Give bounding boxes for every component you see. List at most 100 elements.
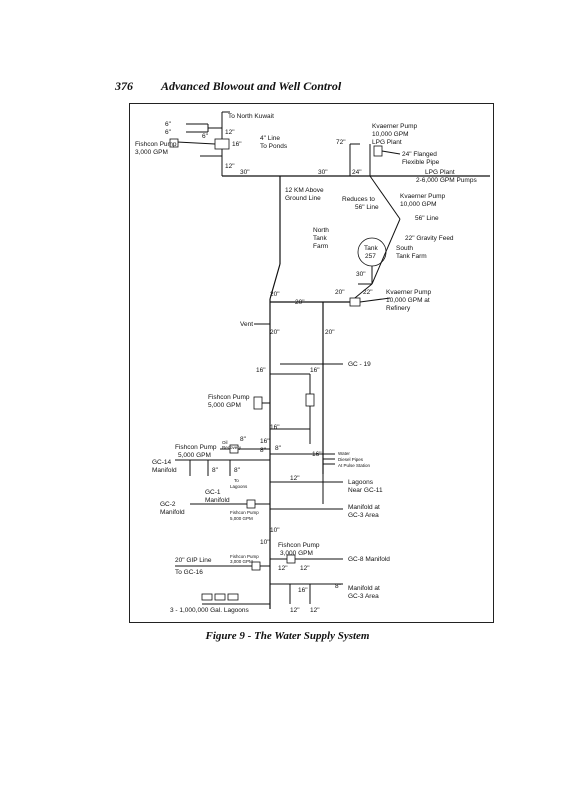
book-title: Advanced Blowout and Well Control [161,79,342,93]
label: 4" Line [260,135,280,142]
label: GC-8 Manifold [348,556,390,563]
label: Tank [364,245,378,252]
pump-icon [246,499,256,509]
label: Diesel Pipes [338,457,364,462]
lagoon-icon [201,593,213,601]
label: 20" [325,329,335,336]
label: Manifold [160,509,185,516]
label: 56" Line [415,215,439,222]
label: 5,000 GPM [178,452,211,459]
label: 6" [202,133,209,140]
label: Fishcon Pump [230,554,259,559]
label: 16" [310,367,320,374]
lagoon-icon [214,593,226,601]
line-56 [369,175,401,220]
label: 30" [356,271,366,278]
label: Tank Farm [396,253,427,260]
label: 8" [234,467,241,474]
label: Reduces to [342,196,375,203]
label: 8" [260,447,267,454]
gravity-feed-line [371,218,401,285]
label: 10" [270,527,280,534]
water-supply-figure: To North Kuwait 6" 6" 6" Fishcon Pump 3,… [129,103,494,623]
label: 12" [278,565,288,572]
label: Water [338,451,350,456]
label: 56" Line [355,204,379,211]
label: 10" [260,539,270,546]
lagoon-icon [227,593,239,601]
label: Ground Line [285,195,321,202]
label: North [313,227,329,234]
label: GC - 19 [348,361,371,368]
label: GC-14 [152,459,172,466]
label: To [234,478,239,483]
label: At Pulse Station [338,463,371,468]
label: Fishcon Pump [230,510,259,515]
label: 12" [225,163,235,170]
label: 8" [240,436,247,443]
page-header: 376 Advanced Blowout and Well Control [115,79,475,95]
label: 5,000 GPM [230,516,253,521]
label: Fishcon Pump [135,141,177,148]
label: Recovery [222,445,242,450]
label: To Ponds [260,143,288,150]
label: 10,000 GPM at [386,297,430,304]
label: 12" [310,607,320,614]
label: 22" [363,289,373,296]
label: 8" [335,583,342,590]
label: 257 [365,253,376,260]
label: Manifold [205,497,230,504]
label: South [396,245,413,252]
figure-caption: Figure 9 - The Water Supply System [205,630,370,642]
label: 3 - 1,000,000 Gal. Lagoons [170,607,250,614]
label: 16" [260,438,270,445]
label: 6" [165,129,172,136]
pump-icon [251,561,261,571]
label: 3,000 GPM [280,550,313,557]
pump-icon [169,138,179,148]
pump-icon [214,138,230,150]
label: Refinery [386,305,411,312]
label: Lagoons [348,479,374,486]
label: 12 KM Above [285,187,324,194]
label: Oil [222,440,228,445]
label: GC-1 [205,489,221,496]
label: Farm [313,243,328,250]
pump-icon [286,554,296,564]
label: To North Kuwait [228,113,274,120]
label: To GC-16 [175,569,203,576]
label: LPG Plant [372,139,402,146]
label: Tank [313,235,327,242]
label: 6" [165,121,172,128]
label: 24" [352,169,362,176]
label: 12" [225,129,235,136]
water-supply-diagram: To North Kuwait 6" 6" 6" Fishcon Pump 3,… [135,111,490,614]
pump-icon [373,145,383,157]
label: Kvaerner Pump [386,289,432,296]
label: Fishcon Pump [278,542,320,549]
label: 2-6,000 GPM Pumps [416,177,477,184]
label: GC-3 Area [348,512,379,519]
label: 16" [298,587,308,594]
label: 10,000 GPM [400,201,437,208]
label: 3,000 GPM [135,149,168,156]
pump-icon [253,396,263,410]
label: Lagoons [230,484,248,489]
label: 12" [290,475,300,482]
label: Fishcon Pump [175,444,217,451]
pump-icon [229,444,239,454]
label: Near GC-11 [348,487,383,494]
label: LPG Plant [425,169,455,176]
label: 8" [275,445,282,452]
label: 16" [256,367,266,374]
label: 3,000 GPM [230,559,253,564]
label: Kvaerner Pump [372,123,418,130]
label: 8" [212,467,219,474]
label: GC-2 [160,501,176,508]
top-left-pump-cluster [169,111,280,177]
label: 20" [270,329,280,336]
label: 5,000 GPM [208,402,241,409]
pump-icon [349,297,361,307]
label: 20" [295,299,305,306]
label: 30" [318,169,328,176]
